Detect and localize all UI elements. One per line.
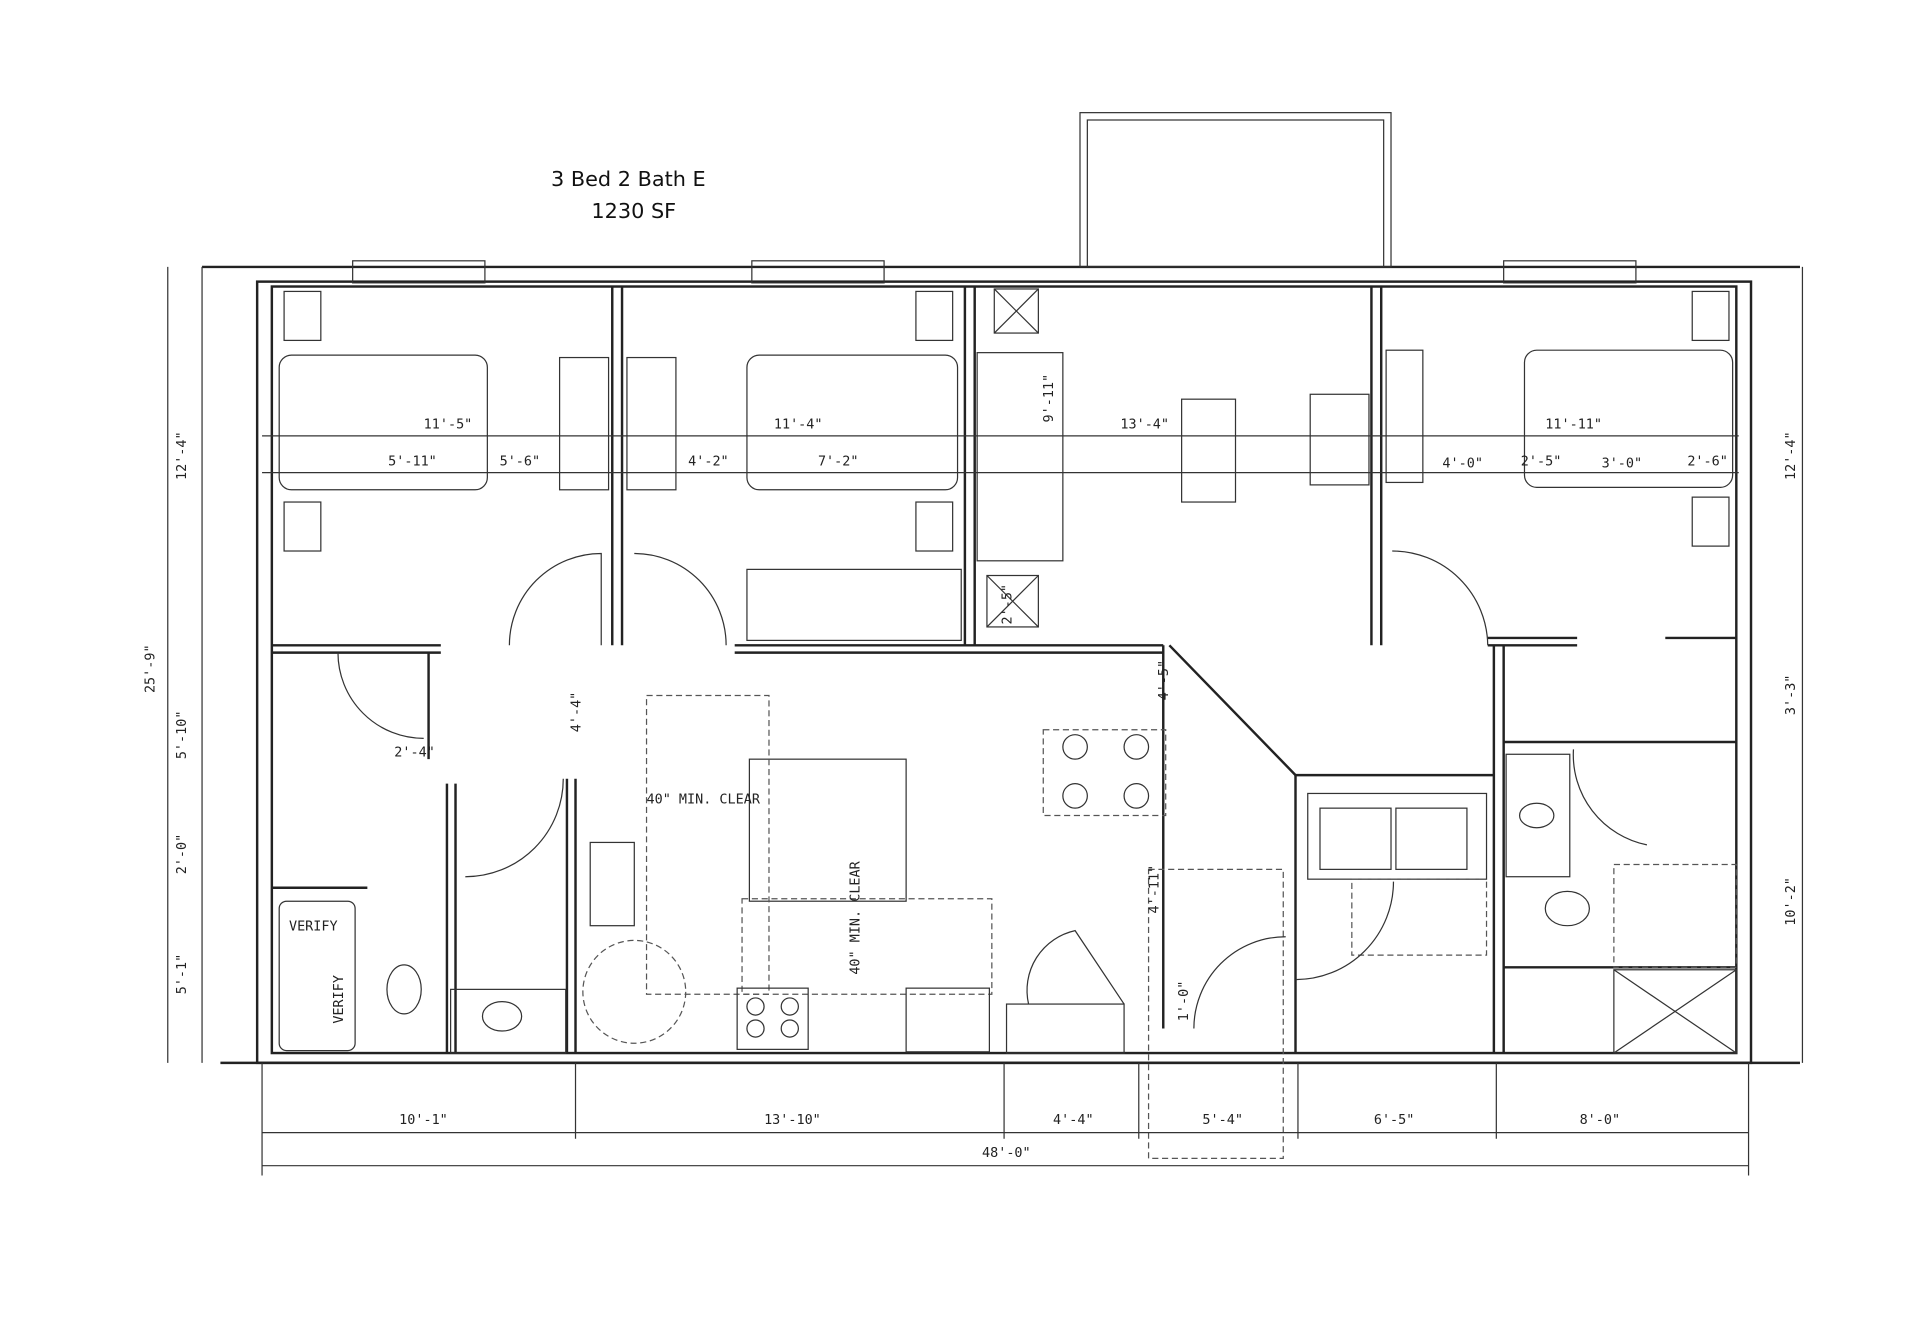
left-dim-bottom: 5'-1" xyxy=(175,954,190,994)
left-dim-top: 12'-4" xyxy=(175,431,190,480)
bed1-width: 11'-5" xyxy=(424,418,473,433)
left-dim-mid: 5'-10" xyxy=(175,711,190,760)
bed2-closet: 4'-2" xyxy=(688,454,729,469)
bottom-dim-4: 5'-4" xyxy=(1202,1113,1243,1128)
hall-width: 2'-4" xyxy=(394,746,434,761)
clear-label-2: 40" MIN. CLEAR xyxy=(849,860,864,974)
left-dim-small: 2'-0" xyxy=(175,834,190,875)
closet-small: 2'-5" xyxy=(1000,584,1015,625)
bottom-dim-2: 13'-10" xyxy=(764,1113,821,1128)
verify-label-2: VERIFY xyxy=(332,975,347,1024)
living-width: 13'-4" xyxy=(1120,418,1169,433)
bed3-width: 11'-11" xyxy=(1545,418,1602,433)
right-dim-bottom: 10'-2" xyxy=(1784,877,1799,926)
bed3-b: 2'-5" xyxy=(1521,454,1562,469)
bed1-b: 5'-6" xyxy=(500,454,541,469)
bed1-a: 5'-11" xyxy=(388,454,437,469)
clear-label-1: 40" MIN. CLEAR xyxy=(647,792,761,807)
bottom-dim-6: 8'-0" xyxy=(1580,1113,1621,1128)
dimension-lines xyxy=(167,266,1804,1176)
dining-height: 4'-5" xyxy=(1157,660,1172,700)
dimension-labels: 11'-5" 5'-11" 5'-6" 4'-2" 11'-4" 7'-2" 9… xyxy=(143,374,1799,1161)
unit-area: 1230 SF xyxy=(591,199,676,223)
bed2-b: 7'-2" xyxy=(818,454,859,469)
bottom-dim-total: 48'-0" xyxy=(982,1146,1031,1161)
right-dim-mid: 3'-3" xyxy=(1784,675,1799,716)
entry-height: 4'-11" xyxy=(1147,865,1162,914)
kitchen-height: 4'-4" xyxy=(569,692,584,732)
bed3-c: 3'-0" xyxy=(1602,457,1643,472)
living-depth: 9'-11" xyxy=(1042,374,1057,423)
unit-title: 3 Bed 2 Bath E xyxy=(551,167,706,191)
right-dim-top: 12'-4" xyxy=(1784,431,1799,480)
bed2-width: 11'-4" xyxy=(774,418,823,433)
left-dim-total: 25'-9" xyxy=(143,644,158,693)
walls xyxy=(202,112,1800,1065)
bed3-d: 2'-6" xyxy=(1687,454,1728,469)
furniture xyxy=(278,288,1737,1159)
bottom-dim-3: 4'-4" xyxy=(1053,1113,1094,1128)
entry-small: 1'-0" xyxy=(1177,981,1192,1021)
bottom-dim-1: 10'-1" xyxy=(399,1113,448,1128)
bed3-a: 4'-0" xyxy=(1442,457,1483,472)
bottom-dim-5: 6'-5" xyxy=(1374,1113,1415,1128)
verify-label-1: VERIFY xyxy=(289,920,338,935)
